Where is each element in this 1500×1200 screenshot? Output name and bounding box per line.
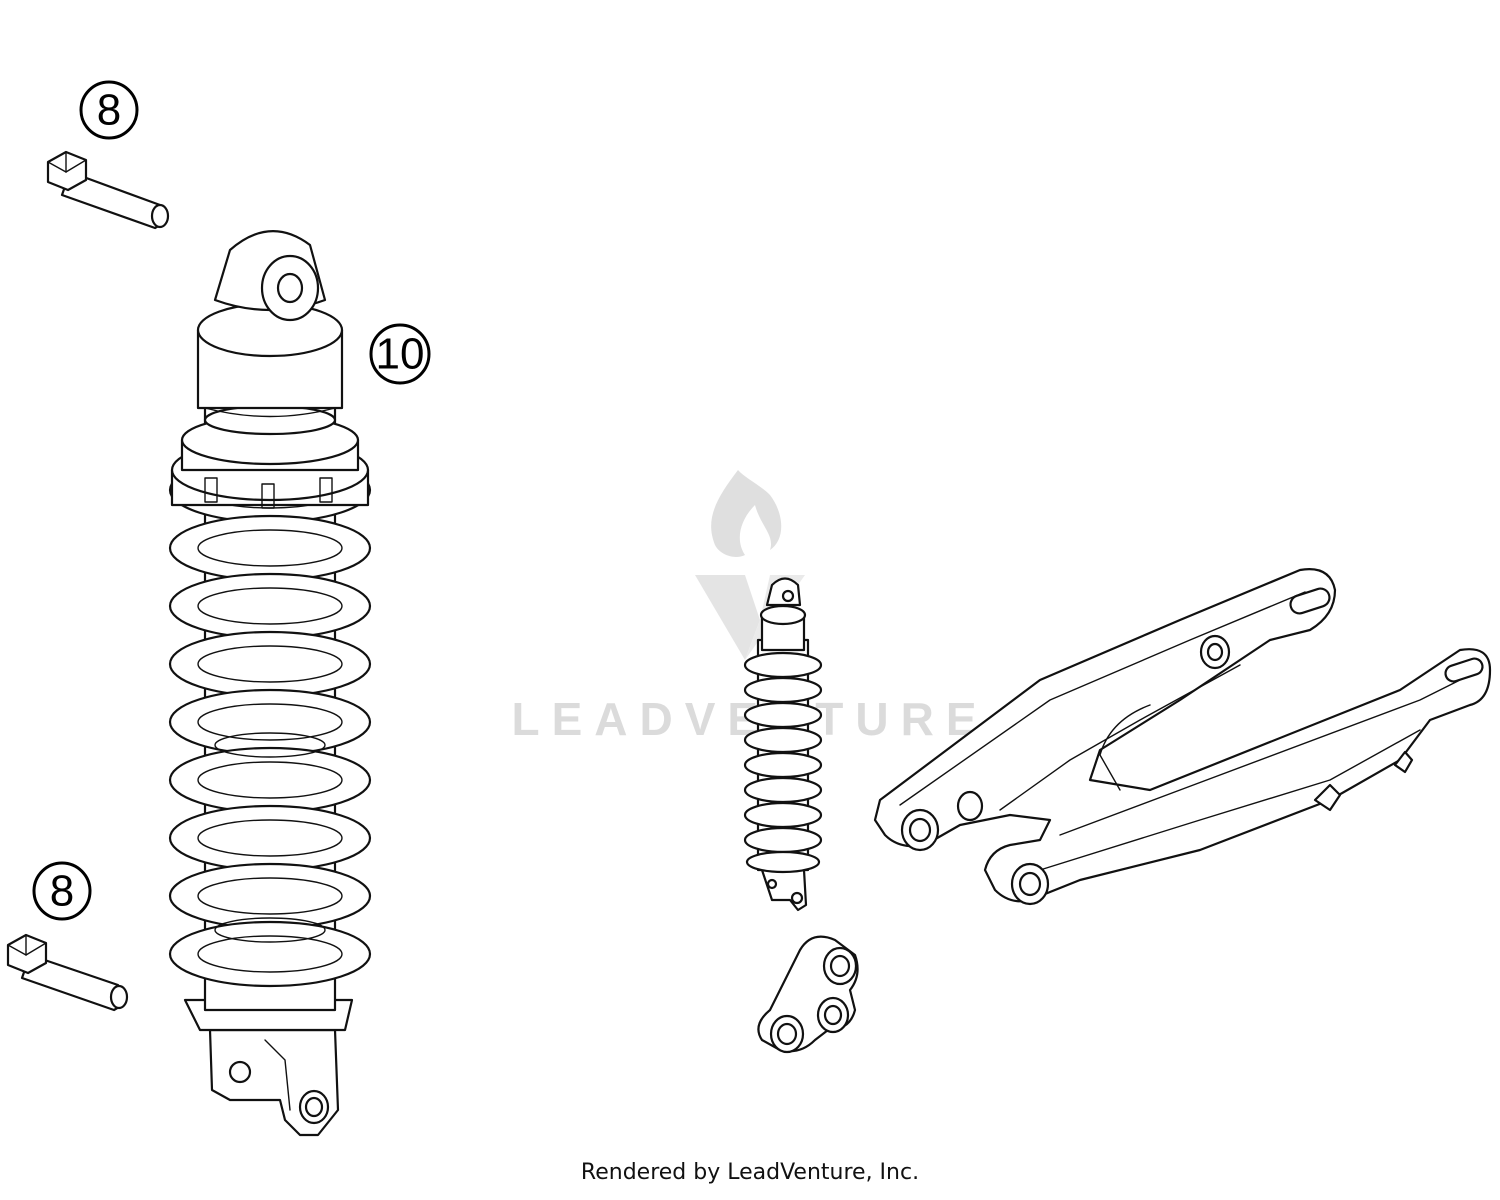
callout-8-upper: 8 [79, 80, 139, 140]
shock-absorber-large [168, 230, 372, 1137]
footer-credit: Rendered by LeadVenture, Inc. [580, 1160, 920, 1185]
callout-label: 8 [97, 86, 121, 135]
callout-10: 10 [369, 323, 431, 385]
callout-label: 8 [50, 867, 74, 916]
callout-label: 10 [376, 330, 425, 379]
coil-spring [168, 456, 372, 988]
watermark-text: LEADVENTURE [511, 693, 988, 745]
shock-absorber-small [743, 577, 823, 912]
watermark: LEADVENTURE [511, 470, 988, 745]
swingarm [873, 568, 1492, 906]
bolt-upper [46, 150, 170, 230]
bolt-lower [6, 933, 129, 1012]
linkage-rocker [757, 935, 859, 1054]
callout-8-lower: 8 [32, 861, 92, 921]
